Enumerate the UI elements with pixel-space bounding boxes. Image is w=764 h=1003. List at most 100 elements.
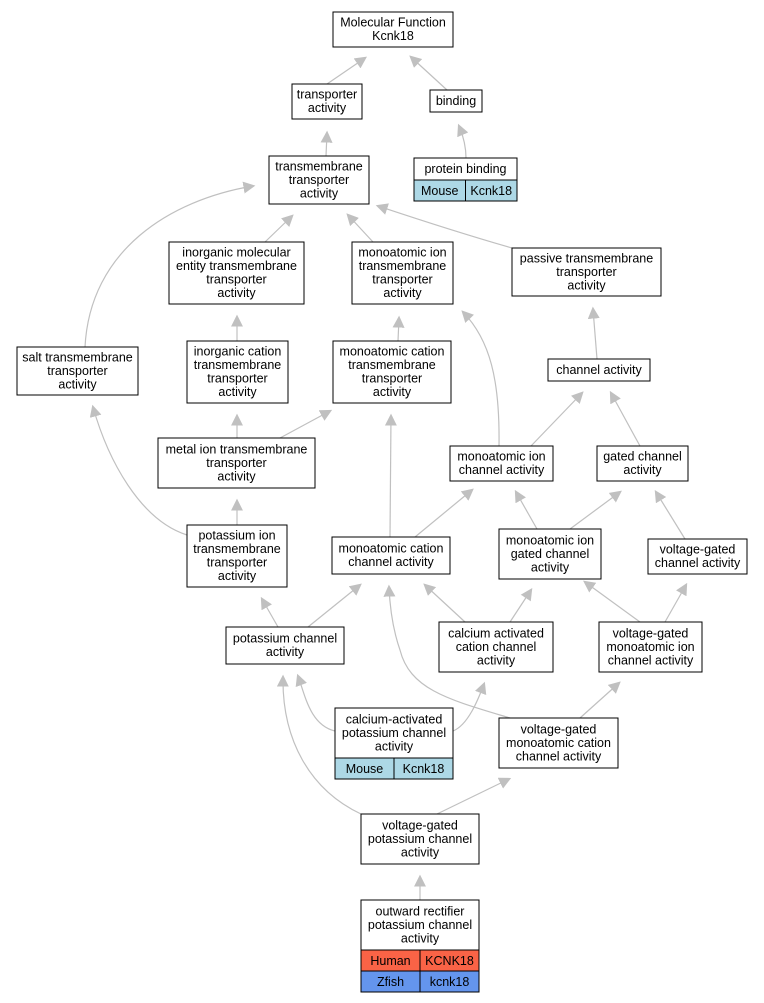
term-box [351,241,454,305]
term-box [186,340,289,404]
edge-pca-to-pitt [260,596,279,628]
gene-cell [465,179,518,202]
edge-capca-to-cacca [452,681,487,732]
go-term-ictt[interactable]: inorganic cationtransmembranetransporter… [186,340,289,404]
edge-vgmica-to-vgca [664,582,688,623]
term-label: transporter [297,88,357,102]
species-label: Mouse [346,762,384,776]
term-box [332,11,454,48]
term-label: activity [58,377,97,391]
term-label: monoatomic cation [339,542,444,556]
term-box [225,626,345,665]
gene-label[interactable]: KCNK18 [425,954,474,968]
gene-cell [393,757,454,780]
term-label: transmembrane [348,358,436,372]
term-label: binding [436,94,476,108]
term-label: channel activity [556,363,642,377]
edge-mctt-to-mitt [392,315,405,342]
term-label: activity [218,569,257,583]
term-label: potassium channel [368,918,472,932]
term-label: potassium channel [233,632,337,646]
term-box [332,340,452,404]
term-box [647,538,748,575]
term-box [598,621,703,673]
go-term-pitt[interactable]: potassium iontransmembranetransporteract… [186,524,288,588]
edge-bind-to-mf [409,55,448,91]
term-label: channel activity [608,653,694,667]
edge-migca-to-gca [569,490,622,530]
go-term-bind[interactable]: binding [429,89,483,113]
term-label: transmembrane [359,259,447,273]
edge-tta-to-ta [320,130,333,157]
term-label: activity [373,385,412,399]
go-term-mitt[interactable]: monoatomic iontransmembranetransporterac… [351,241,454,305]
term-label: monoatomic ion [606,640,694,654]
term-box [360,899,480,951]
term-label: activity [477,653,516,667]
term-label: transporter [207,372,267,386]
term-label: activity [401,931,440,945]
term-box [498,717,619,769]
edge-mitta-to-mctt [279,409,333,439]
term-label: activity [623,463,662,477]
species-label: Zfish [377,975,404,989]
edge-vgmcca-to-vgmica [579,681,621,719]
edge-ta-to-mf [326,56,367,85]
term-box [186,524,288,588]
term-label: passive transmembrane [520,251,653,265]
term-label: voltage-gated [382,818,458,832]
term-label: monoatomic cation [506,736,611,750]
term-label: activity [266,645,305,659]
term-label: activity [308,101,347,115]
edge-vgca-to-gca [654,489,686,540]
term-label: Kcnk18 [372,29,414,43]
edge-mica-to-ca [530,391,584,447]
gene-label[interactable]: kcnk18 [430,975,470,989]
term-label: transporter [206,273,266,287]
term-label: cation channel [456,640,537,654]
go-term-mctt[interactable]: monoatomic cationtransmembranetransporte… [332,340,452,404]
go-term-ca[interactable]: channel activity [547,358,651,382]
edge-vgmcca-to-mcca [383,584,511,719]
term-label: transporter [206,456,266,470]
term-label: activity [217,469,256,483]
term-label: monoatomic ion [506,533,594,547]
edge-ptta-to-tta [375,203,513,249]
gene-label[interactable]: Kcnk18 [470,184,512,198]
term-box [596,445,689,482]
term-label: transporter [372,273,432,287]
term-box [438,621,554,673]
term-label: inorganic cation [194,345,282,359]
term-label: potassium channel [368,832,472,846]
term-label: salt transmembrane [22,350,133,364]
go-term-mitta[interactable]: metal ion transmembranetransporteractivi… [157,437,316,489]
term-label: outward rectifier [376,904,465,918]
edge-cacca-to-migca [509,587,533,623]
term-label: voltage-gated [660,543,736,557]
edge-capca-to-pca [295,673,336,732]
edge-pitt-to-stta [89,404,188,536]
gene-label[interactable]: Kcnk18 [403,762,445,776]
term-box [511,247,662,297]
term-box [360,813,480,865]
